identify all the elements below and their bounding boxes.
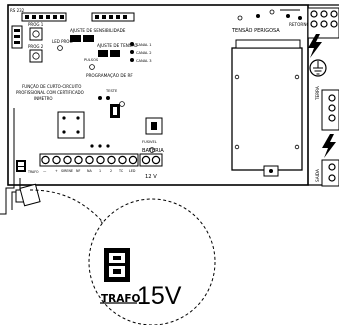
component-dot-icon xyxy=(90,144,94,148)
component-dot-icon xyxy=(269,9,275,15)
trafo-jumper-zoomed xyxy=(104,248,130,282)
tensao-perigosa-label: TENSÃO PERIGOSA xyxy=(231,27,280,34)
component-dot-icon xyxy=(98,144,102,148)
fusivel-label: FUSIVEL xyxy=(142,140,157,144)
prog-2-label: PROG 2 xyxy=(28,44,44,49)
fuse-component xyxy=(145,117,163,135)
rs232-connector xyxy=(21,12,67,22)
terminal-label: 1 xyxy=(99,169,101,173)
relay-component xyxy=(57,111,85,139)
zoom-trafo-label: TRAFO xyxy=(101,293,141,305)
retorno-connector xyxy=(307,7,339,39)
tensao-trimpot xyxy=(98,50,120,57)
canal-2-label: CANAL 2 xyxy=(136,51,152,55)
transformer-block xyxy=(231,47,303,171)
led-prog-icon xyxy=(57,45,63,51)
top-connector-2 xyxy=(91,12,135,22)
terminal-label: 2 xyxy=(110,169,112,173)
prog-1-button xyxy=(29,27,43,41)
sensibilidade-label: AJUSTE DE SENSIBILIDADE xyxy=(70,28,126,33)
battery-terminal xyxy=(139,153,163,167)
aviso-line-2: PROFISSIONAL COM CERTIFICADO xyxy=(16,90,84,95)
zoom-leader-line xyxy=(29,189,109,229)
teste-led-1-icon xyxy=(98,96,102,100)
high-voltage-icon xyxy=(308,34,322,58)
retorno-label: RETORNO xyxy=(289,22,310,27)
component-dot-icon xyxy=(256,14,260,18)
prog-2-button xyxy=(29,49,43,63)
tensao-label: AJUSTE DE TENSÃO xyxy=(97,43,138,48)
transformer-top-tab xyxy=(235,39,301,49)
trafo-small-label: TRAFO xyxy=(27,170,39,174)
teste-led-2-icon xyxy=(106,96,110,100)
led-prog-label: LED PROG xyxy=(52,39,73,44)
ground-icon xyxy=(309,59,327,77)
canal-1-led-icon xyxy=(130,42,134,46)
terminal-label: — xyxy=(43,169,47,173)
saida-connector xyxy=(321,159,339,187)
wire-left xyxy=(0,108,15,215)
zoom-circle xyxy=(88,198,216,325)
terminal-label: TC xyxy=(118,169,124,173)
terminal-strip xyxy=(39,153,139,167)
bateria-voltage-label: 12 V xyxy=(145,174,157,180)
pulsos-label: PULSOS xyxy=(84,58,99,62)
fusivel-led-icon xyxy=(149,147,155,153)
trafo-jumper-small xyxy=(16,160,26,172)
aviso-line-3: INMETRO xyxy=(34,96,53,101)
terminal-label: SIRENE xyxy=(61,169,73,173)
rf-led-icon xyxy=(89,64,95,70)
terminal-label: + xyxy=(55,169,58,173)
saida-label: SAIDA xyxy=(315,169,320,182)
canal-2-led-icon xyxy=(130,50,134,54)
canal-3-label: CANAL 3 xyxy=(136,59,152,63)
bateria-label: BATERIA xyxy=(142,148,164,154)
component-dot-icon xyxy=(106,144,110,148)
terminal-label: NF xyxy=(76,169,80,173)
terminal-label: NA xyxy=(87,169,92,173)
canal-1-label: CANAL 1 xyxy=(136,43,152,47)
rs232-label: RS 232 xyxy=(10,8,25,13)
canal-3-led-icon xyxy=(130,58,134,62)
teste-label: TESTE xyxy=(105,89,118,93)
sensibilidade-trimpot xyxy=(70,35,94,42)
terminal-label: LED xyxy=(129,169,136,173)
rf-label: PROGRAMAÇÃO DE RF xyxy=(86,73,133,78)
prog-1-label: PROG 1 xyxy=(28,22,44,27)
left-pin-header xyxy=(11,25,23,49)
terra-connector xyxy=(321,89,339,131)
teste-led-3-icon xyxy=(119,101,125,107)
wire-connector xyxy=(15,183,41,207)
zoom-voltage-label: 15V xyxy=(137,282,182,310)
high-voltage-icon xyxy=(322,134,336,158)
terra-label: TERRA xyxy=(315,86,320,101)
aviso-line-1: FUNÇÃO DE CURTO-CIRCUITO xyxy=(22,84,81,89)
component-dot-icon xyxy=(237,15,243,21)
